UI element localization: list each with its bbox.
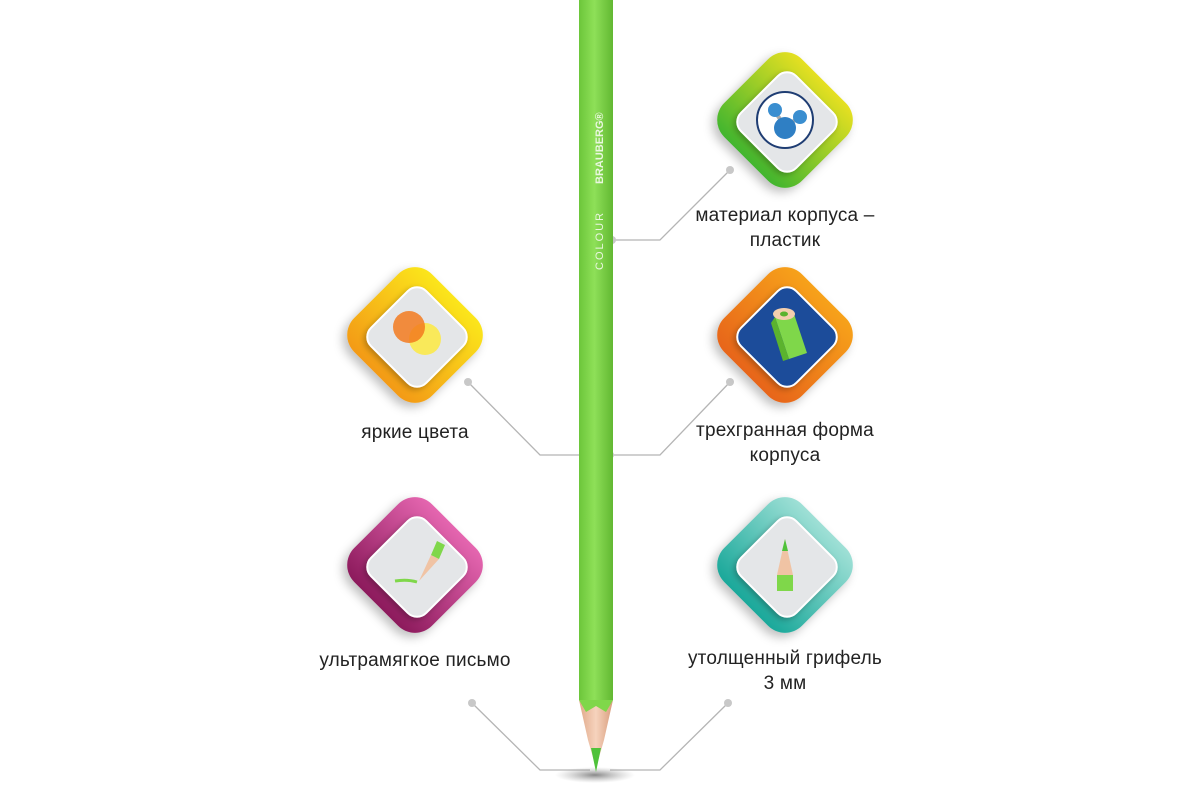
pencil-model-text: COLOUR	[594, 211, 606, 270]
feature-label-plastic: материал корпуса –пластик	[695, 205, 875, 251]
triangular-pencil-icon	[771, 308, 807, 361]
molecule-icon	[756, 91, 814, 149]
badge-plastic-material	[705, 40, 865, 200]
badge-thick-lead	[705, 485, 865, 645]
badge-triangular-shape	[705, 255, 865, 415]
color-blend-icon	[393, 311, 441, 355]
pencil-tip-icon	[777, 539, 793, 591]
pencil-brand-text: BRAUBERG®	[594, 112, 606, 184]
feature-label-ultrasoft: ультрамягкое письмо	[319, 650, 511, 671]
badge-ultrasoft-writing	[335, 485, 495, 645]
badge-bright-colors	[335, 255, 495, 415]
feature-label-bright-colors: яркие цвета	[361, 422, 469, 443]
pencil-writing-icon	[394, 541, 445, 584]
